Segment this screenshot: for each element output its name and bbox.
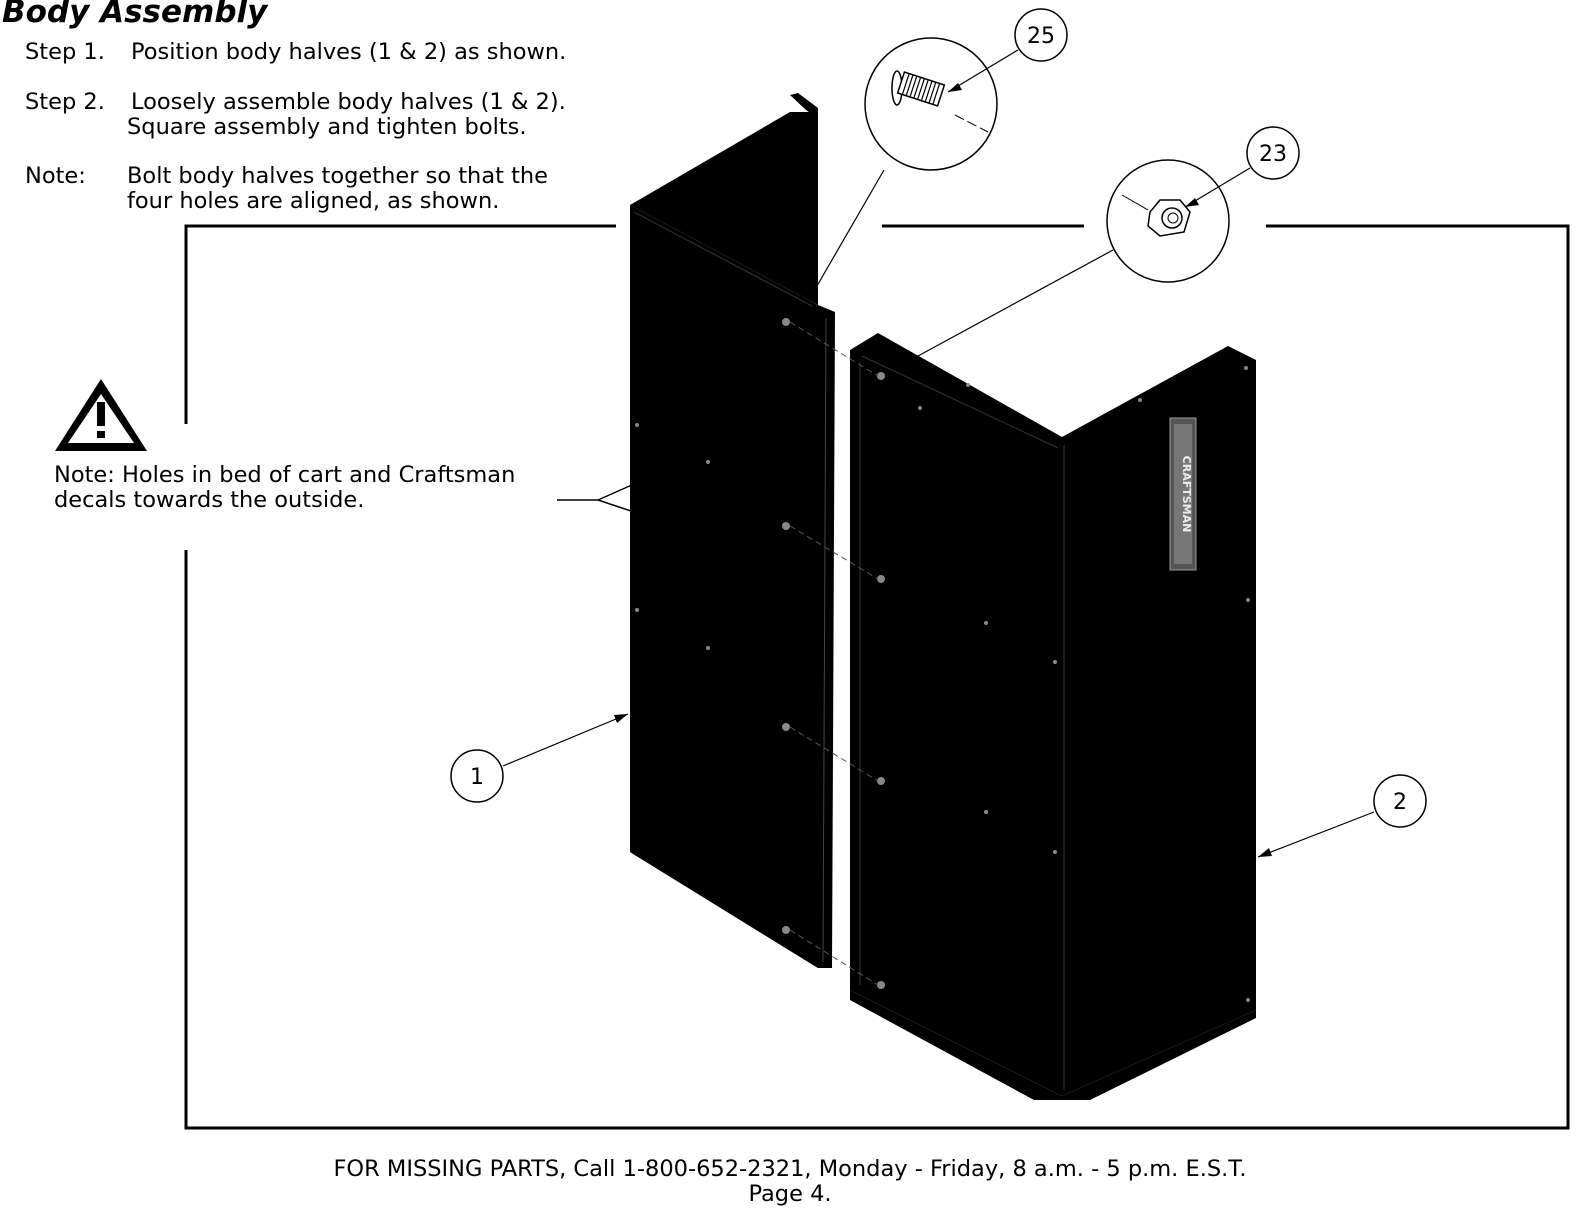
note-text-2: four holes are aligned, as shown.: [127, 188, 500, 214]
callout-2-label: 2: [1393, 790, 1407, 815]
warning-note-line-1: Note: Holes in bed of cart and Craftsman: [54, 462, 516, 488]
step-1-text: Position body halves (1 & 2) as shown.: [131, 39, 567, 65]
page-number: Page 4.: [748, 1181, 832, 1207]
note-text-1: Bolt body halves together so that the: [127, 163, 549, 189]
step-2-text-2: Square assembly and tighten bolts.: [127, 114, 527, 140]
body-half-1-holes: [635, 318, 790, 934]
callout-25: 25: [947, 8, 1068, 93]
note-label: Note:: [25, 163, 86, 189]
callout-1-label: 1: [470, 765, 484, 790]
body-half-1: [630, 93, 835, 968]
craftsman-decal: CRAFTSMAN: [1169, 417, 1197, 571]
callout-23: 23: [1184, 126, 1300, 208]
warning-icon: [55, 379, 147, 451]
callout-2: 2: [1257, 774, 1427, 858]
callout-23-label: 23: [1259, 142, 1287, 167]
decal-text: CRAFTSMAN: [1180, 456, 1193, 533]
callout-1: 1: [450, 713, 629, 803]
bolt-icon: [891, 70, 989, 133]
page-title: Body Assembly: [2, 0, 268, 30]
step-2-label: Step 2.: [25, 89, 105, 115]
nut-icon: [1121, 194, 1191, 237]
bolt-alignment-lines: [789, 321, 879, 986]
note-leader-lines: [557, 483, 641, 515]
nut-detail: [917, 159, 1230, 357]
body-half-2-holes: [877, 366, 1250, 1002]
step-2-text-1: Loosely assemble body halves (1 & 2).: [131, 89, 566, 115]
body-half-2: [850, 333, 1256, 1100]
diagram-frame: [184, 224, 1570, 1130]
step-1-label: Step 1.: [25, 39, 105, 65]
missing-parts-footer: FOR MISSING PARTS, Call 1-800-652-2321, …: [333, 1156, 1247, 1182]
callout-25-label: 25: [1027, 24, 1055, 49]
warning-note-line-2: decals towards the outside.: [54, 487, 365, 513]
bolt-detail: [809, 37, 998, 299]
